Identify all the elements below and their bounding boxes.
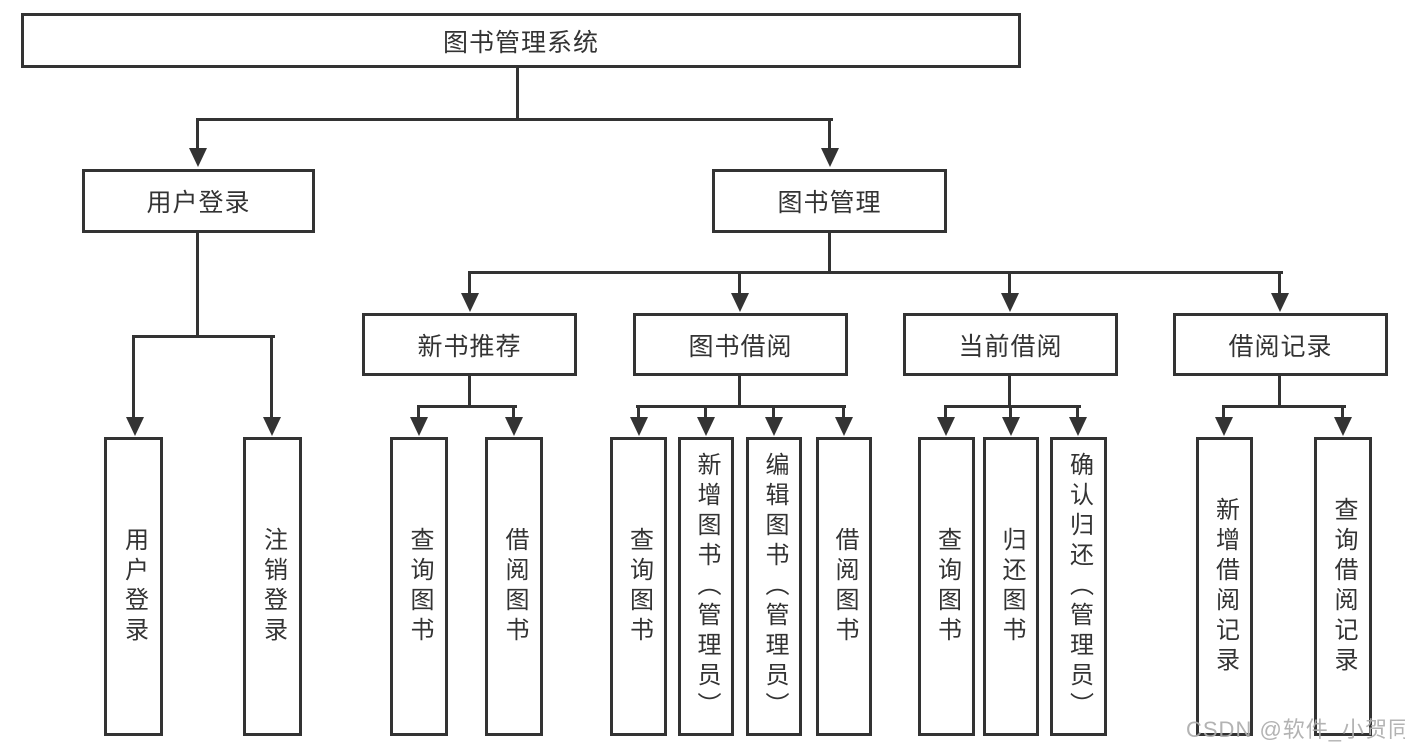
leaf-query-borrow-record: 查询借阅记录 [1314, 437, 1372, 736]
node-book-management: 图书管理 [712, 169, 947, 233]
connector-borrow-records-stem [1278, 376, 1281, 408]
arrowhead-user-login [189, 148, 207, 167]
connector-root-hline [196, 118, 833, 121]
connector-new-book-arm [468, 274, 471, 294]
connector-root-stem [516, 68, 519, 121]
arrowhead [697, 417, 715, 436]
connector-new-book-stem [468, 376, 471, 408]
leaf-query-books-recommend: 查询图书 [390, 437, 448, 736]
leaf-logout: 注销登录 [243, 437, 302, 736]
leaf-add-borrow-record: 新增借阅记录 [1196, 437, 1253, 736]
connector-user-login-arm [196, 121, 199, 149]
connector-leaf-login-arm [132, 338, 135, 418]
arrowhead-current-borrow [1001, 293, 1019, 312]
leaf-borrow-books: 借阅图书 [816, 437, 872, 736]
leaf-query-books-borrow: 查询图书 [610, 437, 667, 736]
arrowhead [1069, 417, 1087, 436]
arrowhead [1334, 417, 1352, 436]
connector-arm [637, 408, 640, 418]
connector-book-management-arm [828, 121, 831, 149]
watermark: CSDN @软件_小贺同学 [1186, 717, 1405, 742]
connector-book-borrow-stem [738, 376, 741, 408]
connector-leaf-logout-arm [270, 338, 273, 418]
connector-current-borrow-arm [1008, 274, 1011, 294]
connector-arm [1009, 408, 1012, 418]
arrowhead-book-borrow [731, 293, 749, 312]
connector-arm [944, 408, 947, 418]
leaf-edit-books-admin: 编辑图书（管理员） [746, 437, 802, 736]
connector-book-borrow-arm [738, 274, 741, 294]
leaf-return-books: 归还图书 [983, 437, 1039, 736]
leaf-borrow-books-recommend: 借阅图书 [485, 437, 543, 736]
arrowhead-new-book [461, 293, 479, 312]
connector-borrow-records-hline [1222, 405, 1346, 408]
connector-arm [1076, 408, 1079, 418]
connector-book-borrow-hline [636, 405, 846, 408]
arrowhead [630, 417, 648, 436]
arrowhead [1215, 417, 1233, 436]
node-book-borrow: 图书借阅 [633, 313, 848, 376]
connector-current-borrow-hline [944, 405, 1081, 408]
leaf-confirm-return-admin: 确认归还（管理员） [1050, 437, 1107, 736]
node-borrow-records: 借阅记录 [1173, 313, 1388, 376]
node-current-borrow: 当前借阅 [903, 313, 1118, 376]
arrowhead-leaf-login [126, 417, 144, 436]
arrowhead [937, 417, 955, 436]
connector-arm [1222, 408, 1225, 418]
node-new-book-recommend: 新书推荐 [362, 313, 577, 376]
connector-arm [1341, 408, 1344, 418]
arrowhead [765, 417, 783, 436]
arrowhead [410, 417, 428, 436]
arrowhead [505, 417, 523, 436]
leaf-add-books-admin: 新增图书（管理员） [678, 437, 734, 736]
connector-level3-hline [468, 271, 1283, 274]
leaf-query-books-current: 查询图书 [918, 437, 975, 736]
connector-new-book-hline [417, 405, 517, 408]
arrowhead-borrow-records [1271, 293, 1289, 312]
node-user-login: 用户登录 [82, 169, 315, 233]
connector-user-login-hline [132, 335, 275, 338]
connector-current-borrow-stem [1008, 376, 1011, 408]
arrowhead [1002, 417, 1020, 436]
arrowhead-leaf-logout [263, 417, 281, 436]
connector-book-management-stem [828, 233, 831, 273]
arrowhead-book-management [821, 148, 839, 167]
arrowhead [835, 417, 853, 436]
leaf-user-login: 用户登录 [104, 437, 163, 736]
connector-arm [417, 408, 420, 418]
connector-arm [704, 408, 707, 418]
node-root: 图书管理系统 [21, 13, 1021, 68]
connector-arm [842, 408, 845, 418]
connector-arm [512, 408, 515, 418]
connector-arm [772, 408, 775, 418]
connector-user-login-stem [196, 233, 199, 338]
connector-borrow-records-arm [1278, 274, 1281, 294]
